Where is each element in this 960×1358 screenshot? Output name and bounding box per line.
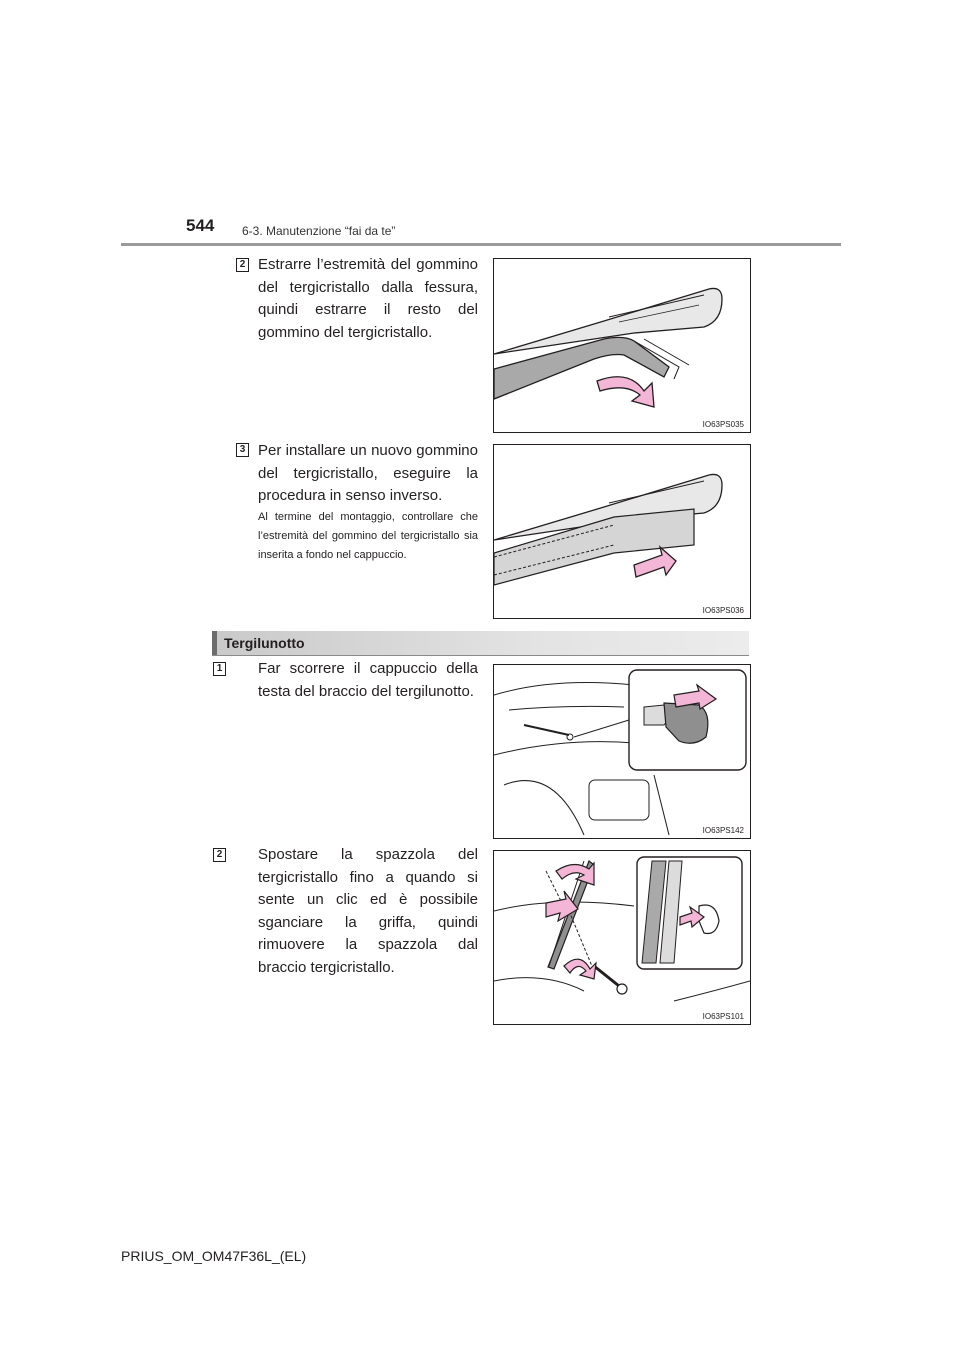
section-title: 6-3. Manutenzione “fai da te” bbox=[242, 224, 396, 238]
subsection-bar bbox=[212, 631, 217, 655]
step-badge: 2 bbox=[213, 848, 226, 862]
wiper-rubber-install-figure: IO63PS036 bbox=[493, 444, 751, 619]
step-text: Estrarre l’estremità del gommino del ter… bbox=[258, 256, 478, 341]
figure-code: IO63PS142 bbox=[702, 826, 744, 835]
page-number: 544 bbox=[186, 216, 215, 235]
rear-wiper-cap-figure: IO63PS142 bbox=[493, 664, 751, 839]
slide-arrow-icon bbox=[673, 683, 718, 710]
rear-wiper-illustration bbox=[494, 669, 747, 836]
figure-code: IO63PS101 bbox=[702, 1012, 744, 1021]
step-badge: 3 bbox=[236, 443, 249, 457]
step-badge: 2 bbox=[236, 258, 249, 272]
wiper-blade-illustration bbox=[494, 473, 723, 586]
wiper-rubber-removal-figure: IO63PS035 bbox=[493, 258, 751, 433]
rear-wiper-blade-removal-figure: IO63PS101 bbox=[493, 850, 751, 1025]
step-badge: 1 bbox=[213, 662, 226, 676]
document-code: PRIUS_OM_OM47F36L_(EL) bbox=[121, 1248, 307, 1264]
push-arrow-icon bbox=[633, 545, 677, 578]
step-text: Far scorrere il cappuccio della testa de… bbox=[258, 660, 478, 700]
wiper-blade-illustration bbox=[494, 287, 723, 408]
rotate-arrow-icon bbox=[563, 958, 597, 980]
figure-code: IO63PS036 bbox=[702, 606, 744, 615]
step-text: Per installare un nuovo gommino del terg… bbox=[258, 442, 478, 504]
header-rule bbox=[121, 243, 841, 246]
figure-code: IO63PS035 bbox=[702, 420, 744, 429]
step-text: Spostare la spazzola del tergicristallo … bbox=[258, 846, 478, 976]
push-arrow-icon bbox=[545, 890, 579, 923]
rotate-arrow-icon bbox=[555, 861, 595, 886]
step-note: Al termine del montaggio, controllare ch… bbox=[258, 511, 478, 561]
release-arrow-icon bbox=[679, 905, 705, 929]
rear-blade-illustration bbox=[494, 856, 750, 1002]
pull-arrow-icon bbox=[596, 376, 655, 408]
subsection-title: Tergilunotto bbox=[224, 635, 305, 651]
subsection-header: Tergilunotto bbox=[212, 631, 749, 656]
